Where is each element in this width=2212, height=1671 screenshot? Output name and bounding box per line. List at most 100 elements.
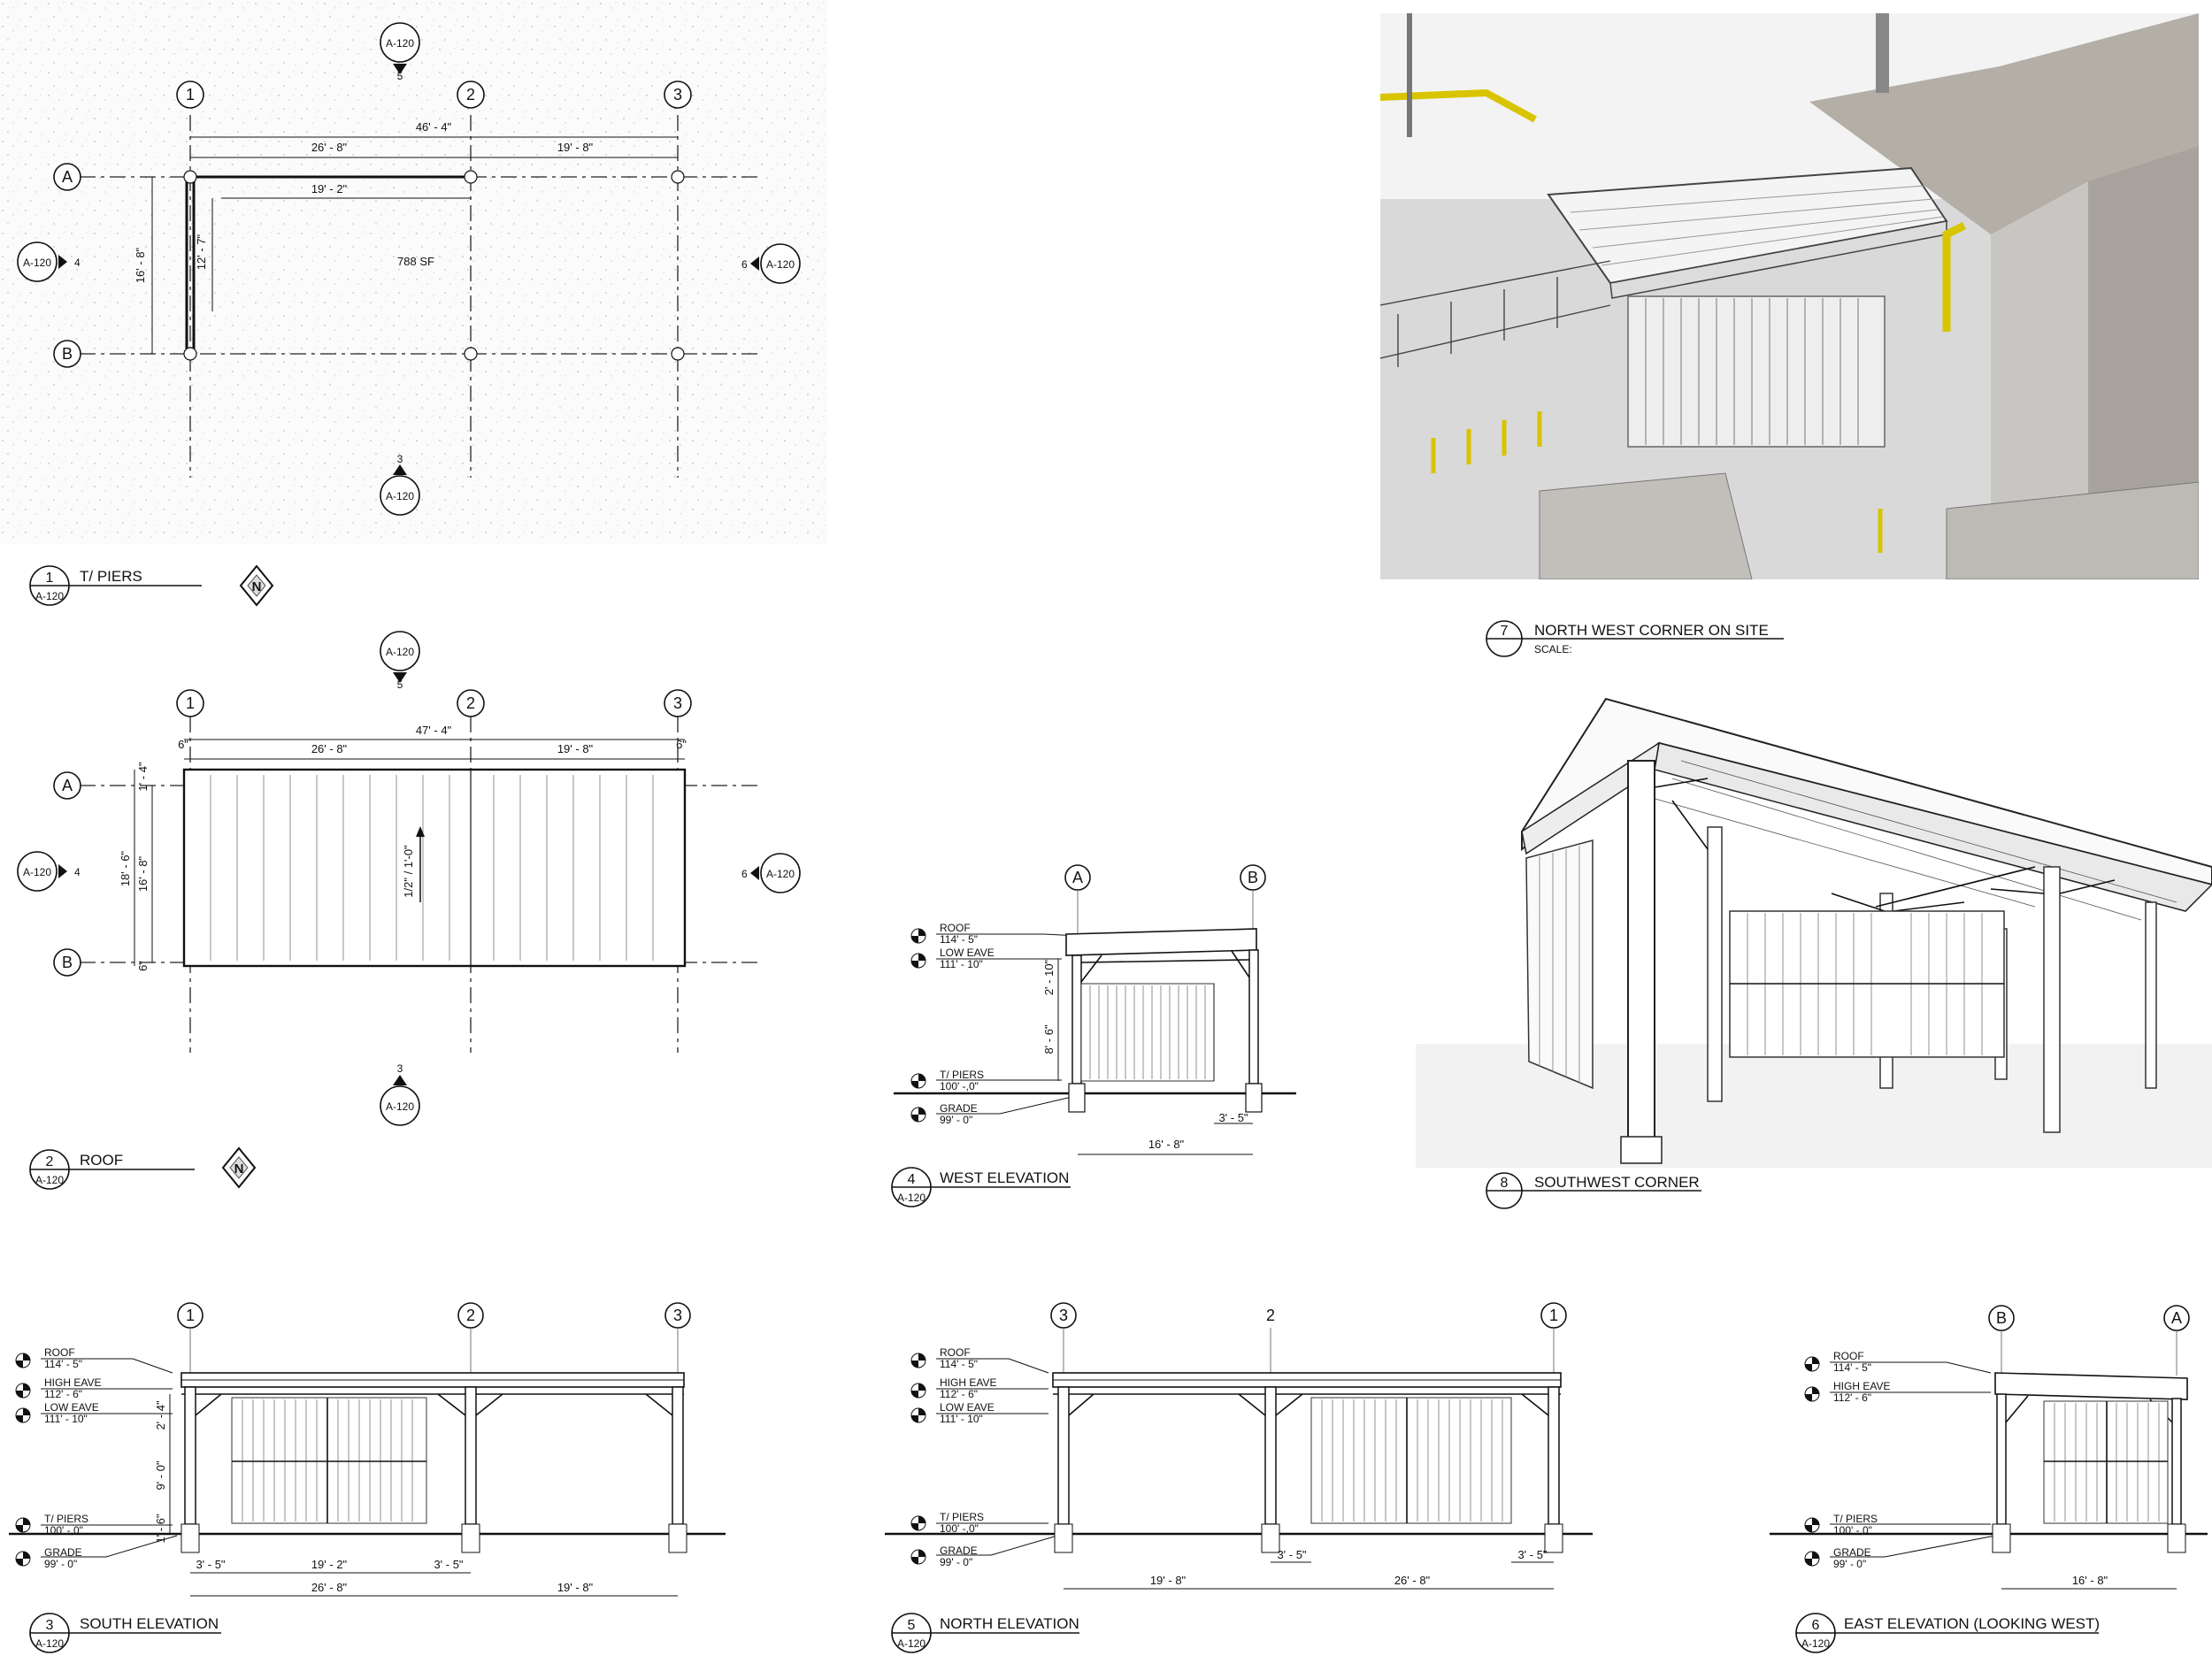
svg-text:19' - 8": 19' - 8" — [557, 1581, 594, 1594]
scan-hatch — [0, 0, 827, 544]
grid-bubble-1: 1 — [176, 689, 204, 717]
svg-text:2: 2 — [466, 694, 475, 712]
svg-text:19' - 8": 19' - 8" — [557, 141, 594, 154]
grid-bubble-a: A — [53, 771, 81, 800]
svg-text:1' - 6": 1' - 6" — [154, 1514, 167, 1543]
svg-text:9' - 0": 9' - 0" — [154, 1460, 167, 1490]
svg-text:3: 3 — [1059, 1307, 1068, 1324]
title-elevation-4: 4 A-120 WEST ELEVATION — [891, 1167, 1071, 1207]
svg-text:1/2" / 1'-0": 1/2" / 1'-0" — [402, 845, 415, 898]
svg-text:19' - 8": 19' - 8" — [1150, 1574, 1187, 1587]
svg-text:A-120: A-120 — [35, 590, 64, 602]
svg-text:1: 1 — [186, 1307, 195, 1324]
title-plan-2: 2 A-120 ROOF N — [29, 1146, 257, 1190]
svg-text:99' - 0": 99' - 0" — [940, 1556, 972, 1568]
svg-text:5: 5 — [908, 1618, 916, 1633]
svg-text:A-120: A-120 — [766, 868, 795, 880]
grid-bubble-2: 2 — [457, 1302, 484, 1329]
svg-text:2: 2 — [466, 86, 475, 103]
svg-text:26' - 8": 26' - 8" — [311, 1581, 348, 1594]
svg-text:3' - 5": 3' - 5" — [434, 1558, 463, 1571]
svg-text:2: 2 — [46, 1154, 54, 1169]
svg-text:3: 3 — [673, 86, 682, 103]
title-view-8-graphic: 8 SOUTHWEST CORNER — [1486, 1172, 1701, 1209]
svg-text:16' - 8": 16' - 8" — [2072, 1574, 2108, 1587]
grid-bubble-1: 1 — [176, 80, 204, 109]
grid-bubble-b: B — [53, 948, 81, 977]
svg-text:2: 2 — [466, 1307, 475, 1324]
svg-text:WEST ELEVATION: WEST ELEVATION — [940, 1169, 1069, 1186]
svg-text:A-120: A-120 — [386, 490, 414, 502]
svg-text:B: B — [1248, 869, 1258, 886]
svg-text:5: 5 — [397, 70, 403, 82]
svg-text:LOW EAVE: LOW EAVE — [940, 947, 995, 959]
svg-text:4: 4 — [74, 257, 81, 269]
grid-label-2: 2 — [1266, 1307, 1275, 1324]
plan-t-piers: 1 2 3 A B 46' - 4" 26' - 8" 19' - 8" 19'… — [0, 0, 827, 607]
svg-text:788 SF: 788 SF — [397, 255, 434, 268]
svg-text:3' - 5": 3' - 5" — [1218, 1111, 1248, 1124]
svg-text:3: 3 — [46, 1618, 54, 1633]
svg-text:A: A — [62, 168, 73, 186]
svg-text:114' - 5": 114' - 5" — [940, 1358, 978, 1370]
svg-text:18' - 6": 18' - 6" — [119, 850, 132, 886]
svg-text:4: 4 — [908, 1172, 916, 1187]
svg-text:16' - 8": 16' - 8" — [1148, 1138, 1185, 1151]
svg-text:B: B — [62, 954, 73, 971]
svg-text:114' - 5": 114' - 5" — [44, 1358, 82, 1370]
svg-text:ROOF: ROOF — [940, 922, 971, 934]
svg-text:112' - 6": 112' - 6" — [940, 1388, 978, 1400]
svg-text:SOUTHWEST CORNER: SOUTHWEST CORNER — [1534, 1174, 1700, 1191]
svg-text:112' - 6": 112' - 6" — [44, 1388, 82, 1400]
svg-text:114' - 5": 114' - 5" — [1833, 1361, 1871, 1374]
north-arrow-icon: N — [239, 564, 274, 607]
svg-text:5: 5 — [397, 678, 403, 691]
svg-text:26' - 8": 26' - 8" — [311, 141, 348, 154]
title-photo-7-graphic: 7 NORTH WEST CORNER ON SITE SCALE: — [1486, 620, 1784, 657]
svg-text:NORTH ELEVATION: NORTH ELEVATION — [940, 1615, 1079, 1632]
title-elevation-3: 3 A-120 SOUTH ELEVATION — [29, 1613, 221, 1653]
svg-text:A: A — [2171, 1309, 2182, 1327]
view-southwest-corner — [1416, 697, 2212, 1168]
svg-text:LOW EAVE: LOW EAVE — [44, 1401, 99, 1414]
svg-text:1: 1 — [46, 571, 54, 586]
svg-text:ROOF: ROOF — [80, 1152, 123, 1169]
svg-text:19' - 2": 19' - 2" — [311, 1558, 348, 1571]
svg-text:1: 1 — [186, 694, 195, 712]
roof-outline — [182, 768, 687, 968]
svg-text:111' - 10": 111' - 10" — [940, 958, 983, 970]
svg-text:111' - 10": 111' - 10" — [44, 1413, 88, 1425]
title-plan-1: 1 A-120 T/ PIERS N — [29, 564, 274, 607]
svg-text:1: 1 — [186, 86, 195, 103]
title-view-8: 8 SOUTHWEST CORNER — [1485, 1171, 1715, 1212]
grid-bubble-3: 3 — [1050, 1302, 1077, 1329]
svg-text:1: 1 — [1549, 1307, 1558, 1324]
grid-bubble-1: 1 — [177, 1302, 204, 1329]
svg-text:A-120: A-120 — [23, 866, 51, 878]
grid-bubble-3: 3 — [664, 689, 692, 717]
svg-text:19' - 2": 19' - 2" — [311, 182, 348, 195]
svg-text:HIGH EAVE: HIGH EAVE — [44, 1376, 101, 1389]
svg-text:114' - 5": 114' - 5" — [940, 933, 978, 946]
svg-text:NORTH WEST CORNER ON SITE: NORTH WEST CORNER ON SITE — [1534, 622, 1769, 639]
svg-text:26' - 8": 26' - 8" — [311, 742, 348, 755]
svg-text:A: A — [62, 777, 73, 794]
grid-bubble-2: 2 — [457, 80, 485, 109]
svg-text:T/ PIERS: T/ PIERS — [940, 1511, 984, 1523]
svg-text:6": 6" — [178, 738, 188, 751]
north-arrow-icon: N — [221, 1146, 257, 1189]
svg-text:3' - 5": 3' - 5" — [1517, 1548, 1547, 1561]
svg-text:47' - 4": 47' - 4" — [416, 724, 452, 737]
svg-text:16' - 8": 16' - 8" — [136, 855, 150, 892]
svg-text:GRADE: GRADE — [940, 1545, 978, 1557]
svg-text:A-120: A-120 — [386, 37, 414, 50]
grid-bubble-a: A — [1064, 864, 1091, 891]
